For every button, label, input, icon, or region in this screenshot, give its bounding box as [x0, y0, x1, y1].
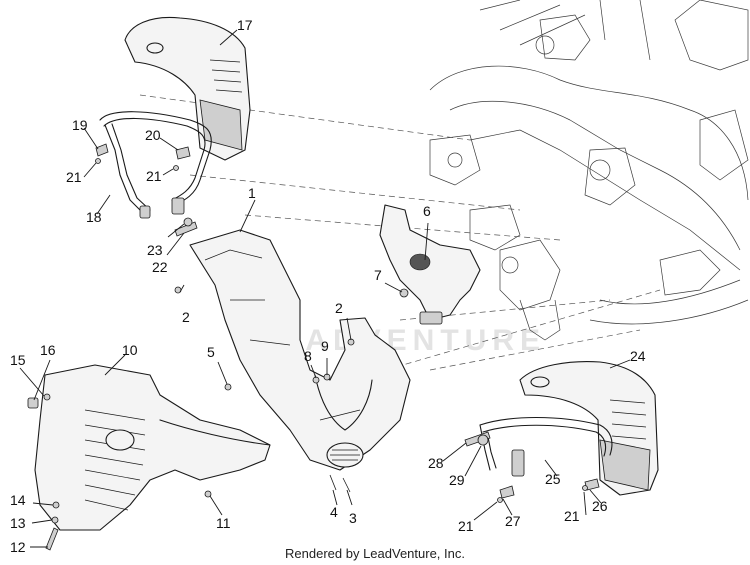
callout-5: 5 [207, 344, 215, 360]
callout-25: 25 [545, 471, 561, 487]
screw-21d [582, 485, 588, 491]
callout-21-c: 21 [458, 518, 474, 534]
callout-17: 17 [237, 17, 253, 33]
callout-21-a: 21 [66, 169, 82, 185]
callout-23: 23 [147, 242, 163, 258]
washer-14 [52, 501, 60, 509]
part-20-clip [175, 146, 191, 160]
washer-23 [183, 217, 193, 227]
callout-2-center: 2 [335, 300, 343, 316]
callout-8: 8 [304, 348, 312, 364]
callout-10: 10 [122, 342, 138, 358]
callout-2-left: 2 [182, 309, 190, 325]
callout-24: 24 [630, 348, 646, 364]
callout-16: 16 [40, 342, 56, 358]
screw-5 [224, 383, 232, 391]
callout-13: 13 [10, 515, 26, 531]
screw-2-left [174, 286, 182, 294]
screw-3 [342, 477, 351, 493]
part-24-side-cover [519, 361, 659, 496]
part-6-bracket [379, 204, 481, 325]
part-17-cover [124, 16, 251, 161]
callout-1: 1 [248, 185, 256, 201]
screw-11 [204, 490, 212, 498]
callout-11: 11 [216, 515, 231, 531]
callout-3: 3 [349, 510, 357, 526]
callout-6: 6 [423, 203, 431, 219]
part-7-bolt [399, 288, 409, 298]
part-27-clip [499, 485, 515, 499]
part-10-side-cover [34, 364, 271, 531]
screw-15 [43, 393, 51, 401]
callout-15: 15 [10, 352, 26, 368]
washer-13 [51, 516, 59, 524]
callout-labels: 1 2 2 3 4 5 6 7 8 9 10 11 12 13 14 15 16… [10, 17, 646, 555]
callout-28: 28 [428, 455, 444, 471]
callout-18: 18 [86, 209, 102, 225]
fastener-hardware [27, 158, 588, 551]
callout-12: 12 [10, 539, 26, 555]
callout-14: 14 [10, 492, 26, 508]
part-1-lower-fairing [189, 229, 411, 471]
callout-26: 26 [592, 498, 608, 514]
leader-lines [19, 29, 631, 548]
callout-21-d: 21 [564, 508, 580, 524]
callout-4: 4 [330, 504, 338, 520]
part-19-clip [95, 143, 109, 157]
part-25-tube [479, 416, 613, 477]
screw-21c [497, 497, 503, 503]
callout-29: 29 [449, 472, 465, 488]
callout-9: 9 [321, 338, 329, 354]
scooter-frame-background [429, 0, 749, 341]
footer-credit: Rendered by LeadVenture, Inc. [285, 546, 465, 561]
nut-16 [27, 397, 39, 409]
screw-21a [95, 158, 101, 164]
callout-20: 20 [145, 127, 161, 143]
screw-21b [173, 165, 179, 171]
callout-21-b: 21 [146, 168, 162, 184]
washer-29 [477, 434, 489, 446]
screw-4 [329, 474, 337, 491]
callout-19: 19 [72, 117, 88, 133]
callout-22: 22 [152, 259, 168, 275]
part-18-tube [99, 111, 212, 219]
callout-27: 27 [505, 513, 521, 529]
bolt-12 [45, 527, 59, 551]
callout-7: 7 [374, 267, 382, 283]
